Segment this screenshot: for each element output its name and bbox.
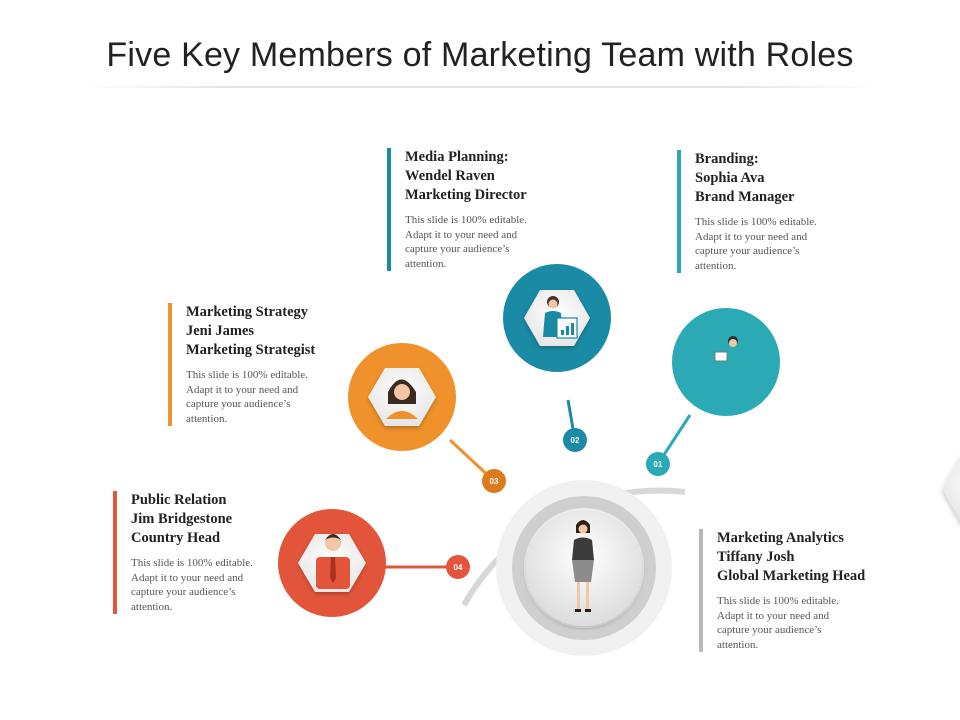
member-01-position: Brand Manager — [695, 189, 795, 205]
man-with-tie-icon — [316, 534, 350, 589]
member-01-description: This slide is 100% editable. Adapt it to… — [695, 216, 817, 272]
woman-with-tablet-icon — [714, 336, 741, 387]
member-03-name: Jeni James — [186, 323, 255, 339]
step-label-04: 04 — [454, 563, 463, 572]
member-05-name: Tiffany Josh — [717, 549, 795, 565]
step-label-03: 03 — [490, 477, 499, 486]
member-04-role-area: Public Relation — [131, 492, 227, 508]
step-node-03: 03 — [482, 469, 506, 493]
member-02-name: Wendel Raven — [405, 168, 495, 184]
businesswoman-standing-icon — [572, 520, 594, 612]
woman-avatar-icon — [386, 379, 418, 419]
member-03-title: Marketing Strategy Jeni James Marketing … — [186, 303, 326, 360]
member-02-description: This slide is 100% editable. Adapt it to… — [405, 214, 527, 270]
step-label-02: 02 — [571, 436, 580, 445]
member-02-badge — [503, 264, 611, 372]
member-01-title: Branding: Sophia Ava Brand Manager — [695, 150, 835, 207]
member-04-title: Public Relation Jim Bridgestone Country … — [131, 491, 271, 548]
member-05-position: Global Marketing Head — [717, 568, 866, 584]
member-03-description: This slide is 100% editable. Adapt it to… — [186, 369, 308, 425]
member-04-badge — [278, 509, 386, 617]
member-04-textblock: Public Relation Jim Bridgestone Country … — [113, 491, 271, 614]
member-04-name: Jim Bridgestone — [131, 511, 233, 527]
page-title: Five Key Members of Marketing Team with … — [106, 36, 854, 74]
member-01-textblock: Branding: Sophia Ava Brand Manager This … — [677, 150, 835, 273]
member-04-description: This slide is 100% editable. Adapt it to… — [131, 557, 253, 613]
member-02-textblock: Media Planning: Wendel Raven Marketing D… — [387, 148, 545, 271]
member-01-name: Sophia Ava — [695, 170, 765, 186]
member-02-position: Marketing Director — [405, 187, 527, 203]
member-05-description: This slide is 100% editable. Adapt it to… — [717, 595, 839, 651]
member-01-role-area: Branding: — [695, 151, 759, 167]
member-01-badge — [672, 308, 960, 521]
member-03-position: Marketing Strategist — [186, 342, 316, 358]
step-label-01: 01 — [654, 460, 663, 469]
member-04-position: Country Head — [131, 530, 221, 546]
member-03-role-area: Marketing Strategy — [186, 304, 309, 320]
woman-presenting-chart-icon — [543, 296, 578, 339]
center-member-graphic — [496, 480, 672, 656]
step-node-04: 04 — [446, 555, 470, 579]
member-05-title: Marketing Analytics Tiffany Josh Global … — [717, 529, 865, 586]
member-02-role-area: Media Planning: — [405, 149, 509, 165]
member-05-textblock: Marketing Analytics Tiffany Josh Global … — [699, 529, 865, 652]
step-node-01: 01 — [646, 452, 670, 476]
member-02-title: Media Planning: Wendel Raven Marketing D… — [405, 148, 545, 205]
title-divider — [80, 86, 880, 88]
member-03-badge — [348, 343, 456, 451]
member-05-role-area: Marketing Analytics — [717, 530, 844, 546]
member-03-textblock: Marketing Strategy Jeni James Marketing … — [168, 303, 326, 426]
step-node-02: 02 — [563, 428, 587, 452]
